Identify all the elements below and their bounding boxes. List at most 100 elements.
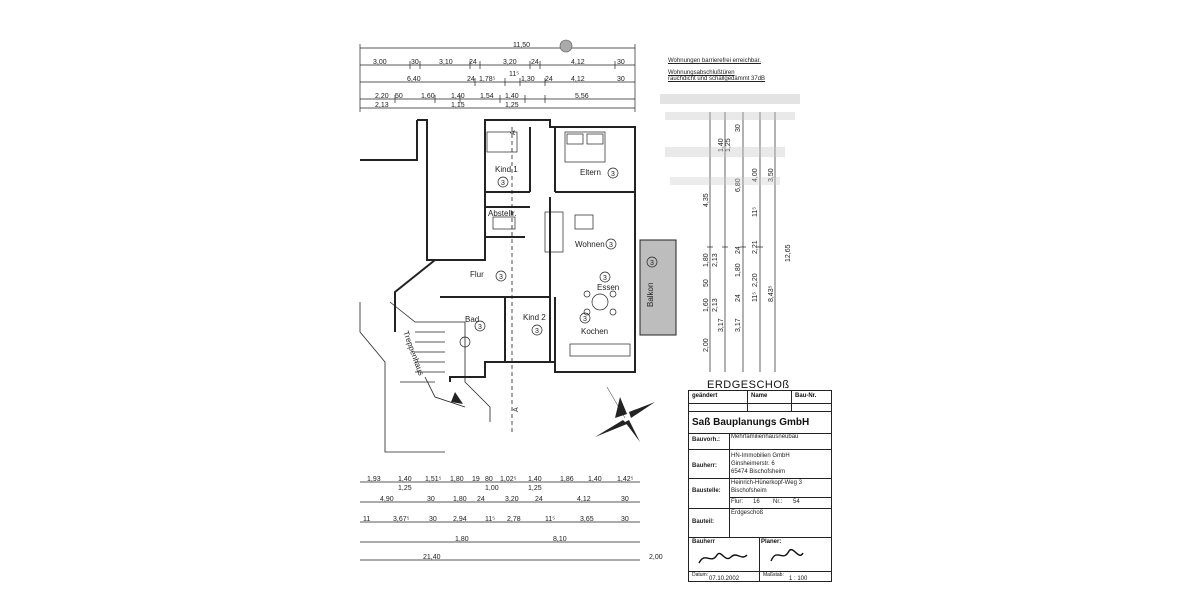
dim: 2,20 [752,273,759,287]
sign-label: Bauherr [692,539,716,545]
marker: 3 [535,328,539,335]
dim: 30 [735,124,742,132]
right-dim-text: 4,35 1,80 2,13 50 1,60 2,13 3,17 2,00 1,… [703,124,792,352]
part-value: Erdgeschoß [731,510,764,516]
col-name: Name [751,393,768,399]
dim: 30 [427,496,435,503]
dim: 30 [621,496,629,503]
dim: 24 [469,59,477,66]
notes: Wohnungen barrierefrei erreichbar. Wohnu… [668,58,765,82]
room-abstellr: Abstellr. [488,209,516,218]
dim: 30 [621,516,629,523]
dim: 1,80 [450,476,464,483]
dim: 11⁵ [485,516,495,523]
dim: 3,17 [718,318,725,332]
scale-label: Maßstab: [763,572,784,578]
marker: 3 [501,180,505,187]
dim: 11 [363,516,370,523]
top-dimension-lines [360,47,635,109]
client-line: 65474 Bischofsheim [731,469,786,475]
dim: 1,86 [560,476,574,483]
floor-plan: 11,50 3,00 30 3,10 24 3,20 24 4,12 30 6,… [359,39,800,561]
dim: 1,15 [451,102,465,109]
dim: 1,80 [455,536,469,543]
room-bad: Bad [465,315,479,324]
dim: 8,10 [553,536,567,543]
furniture [459,131,631,357]
sheet-heading: ERDGESCHOß [707,379,790,391]
dim: 1,51⁵ [425,476,442,483]
dim: 11,50 [513,42,530,49]
drawing-sheet: 11,50 3,00 30 3,10 24 3,20 24 4,12 30 6,… [355,32,835,580]
dim: 3,17 [735,318,742,332]
dim: 1,42⁵ [617,476,634,483]
dim: 21,40 [423,554,441,561]
room-kind2: Kind 2 [523,313,546,322]
dim: 1,25 [725,138,732,152]
marker: 3 [499,274,503,281]
dim: 11⁵ [752,292,759,302]
dim: 6,80 [735,178,742,192]
col-changed: geändert [692,393,718,399]
client-line: HN-Immobilien GmbH [731,453,790,459]
dim: 1,80 [453,496,467,503]
col-bau: Bau-Nr. [795,393,817,399]
dim: 4,00 [752,168,759,182]
room-markers: 3 3 3 3 3 3 3 3 3 A A [474,130,658,412]
room-balkon: Balkon [646,283,655,307]
dim: 1,40 [588,476,602,483]
top-dim-text: 11,50 3,00 30 3,10 24 3,20 24 4,12 30 6,… [373,42,625,109]
company-name: Saß Bauplanungs GmbH [692,417,810,428]
dim: 3,67⁵ [393,516,410,523]
room-wohnen: Wohnen [575,240,605,249]
room-treppenhaus: Treppenhaus [401,330,425,377]
marker: 3 [478,324,482,331]
dim: 30 [429,516,437,523]
site-label: Baustelle: [692,488,721,494]
dim: 24 [735,294,742,302]
dim: 1,00 [485,485,499,492]
dim: 1,78⁵ [479,76,496,83]
dim: 1,30 [521,76,535,83]
marker: 3 [583,316,587,323]
faded-stamp [660,94,800,185]
balcony [639,239,677,336]
flur-label: Flur: [731,499,743,505]
section-marker: A [513,407,520,412]
note-line: Wohnungen barrierefrei erreichbar. [668,58,761,64]
date-label: Datum: [692,572,709,578]
dim: 1,25 [505,102,519,109]
dim: 24 [477,496,485,503]
staircase [359,301,491,453]
marker: 3 [611,171,615,178]
dim: 2,13 [712,253,719,267]
compass-icon [595,386,655,442]
dim: 1,80 [735,263,742,277]
dim: 24 [467,76,475,83]
dim: 4,12 [571,59,585,66]
room-labels: Kind 1 Eltern Abstellr. Wohnen Flur Esse… [401,165,655,377]
client-line: Ginsheimerstr. 6 [731,461,775,467]
dim: 1,40 [718,138,725,152]
dim: 2,78 [507,516,521,523]
dim: 4,12 [577,496,591,503]
dim: 2,94 [453,516,467,523]
client-label: Bauherr: [692,463,718,469]
room-essen: Essen [597,283,619,292]
room-kind1: Kind 1 [495,165,518,174]
signature [698,548,804,564]
dim: 1,40 [505,93,519,100]
scale-value: 1 : 100 [789,576,808,582]
note-line: Wohnungsabschlußtüren [668,70,735,76]
site-line: Bischofsheim [731,488,767,494]
dim: 12,65 [785,244,792,262]
dim: 4,35 [703,193,710,207]
dim: 11⁵ [752,207,759,217]
walls [360,119,636,382]
planner-label: Planer: [761,539,782,545]
dim: 1,40 [528,476,542,483]
dim: 6,40 [407,76,421,83]
title-block: ERDGESCHOß geändert Name Bau-Nr. Saß Bau… [688,379,832,582]
dim: 19 [472,476,480,483]
dim: 24 [535,496,543,503]
